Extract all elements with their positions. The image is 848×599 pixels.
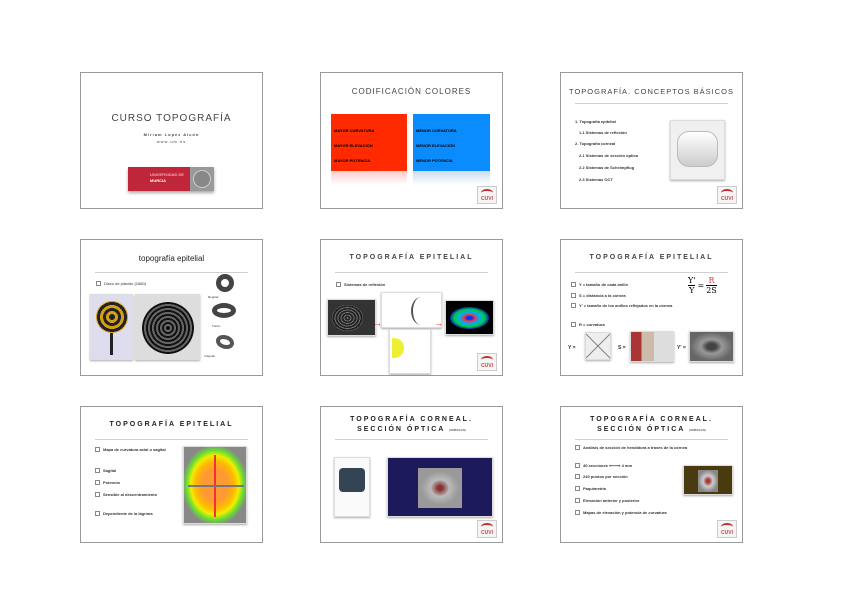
orbscan-device-photo bbox=[334, 457, 370, 517]
divider bbox=[95, 439, 248, 440]
divider bbox=[335, 272, 488, 273]
color-map-image bbox=[445, 300, 494, 335]
list-item: 40 secciones ⟵⟶ 4 mm bbox=[575, 463, 632, 468]
list-item: Sensible al descentramiento bbox=[95, 492, 165, 497]
ring-projection-diagram bbox=[389, 329, 431, 374]
list-item: Mapa de curvatura axial o sagital bbox=[95, 447, 170, 452]
curvature-map-image bbox=[183, 446, 247, 524]
list-item: Mapas de elevación y potencia de curvatu… bbox=[575, 510, 675, 515]
list-item: 2.2 Sistemas de Scheimpflug bbox=[579, 165, 635, 170]
author: Miriam López Alcón bbox=[143, 132, 200, 137]
slide-title: TOPOGRAFÍA EPITELIAL bbox=[349, 254, 474, 261]
arrow-icon: → bbox=[373, 318, 382, 328]
formula-numerator-left: Y' bbox=[688, 276, 696, 286]
divider bbox=[575, 439, 728, 440]
subtitle: www.um.es bbox=[156, 139, 187, 144]
list-item: S = distancia a la córnea bbox=[571, 293, 626, 298]
formula-numerator-right: R bbox=[706, 276, 717, 286]
patient-photo bbox=[630, 331, 674, 362]
list-item: 2. Topografía corneal bbox=[575, 141, 616, 146]
placeholder-image bbox=[585, 332, 611, 360]
list-item: 240 puntos por sección bbox=[575, 474, 628, 479]
device-tag: (ORBSCAN) bbox=[449, 428, 466, 432]
arrow-icon: → bbox=[434, 318, 443, 328]
equation-label: Y = bbox=[568, 345, 576, 351]
formula-denominator-right: 2S bbox=[706, 286, 717, 295]
slide-3[interactable]: TOPOGRAFÍA. CONCEPTOS BÁSICOS 1. Topogra… bbox=[560, 72, 743, 209]
university-logo: UNIVERSIDAD DE MURCIA bbox=[128, 167, 214, 191]
red-panel-reflection bbox=[331, 171, 407, 185]
list-item: Y' = tamaño de los anillos reflejados en… bbox=[571, 303, 706, 308]
orbscan-screen-photo bbox=[683, 465, 733, 495]
divider bbox=[575, 272, 728, 273]
equation-label: Y' = bbox=[677, 345, 686, 351]
slide-8[interactable]: TOPOGRAFÍA CORNEAL. SECCIÓN ÓPTICA (ORBS… bbox=[320, 406, 503, 543]
cuvi-logo: CUVI bbox=[477, 186, 497, 204]
divider bbox=[95, 272, 248, 273]
ring-toric bbox=[212, 303, 236, 318]
list-item: 1.1 Sistemas de reflexión bbox=[579, 130, 627, 135]
slide-title: TOPOGRAFÍA. CONCEPTOS BÁSICOS bbox=[569, 87, 734, 96]
list-item: Paquimetría bbox=[575, 486, 606, 491]
list-item: Sagital bbox=[95, 468, 116, 473]
list-item: Y = tamaño de cada anillo bbox=[571, 282, 628, 287]
slide-7[interactable]: TOPOGRAFÍA EPITELIAL Mapa de curvatura a… bbox=[80, 406, 263, 543]
orbscan-screen-photo bbox=[387, 457, 493, 517]
divider bbox=[335, 439, 488, 440]
slide-title: CURSO TOPOGRAFÍA bbox=[111, 113, 232, 124]
slide-subtitle: SECCIÓN ÓPTICA (ORBSCAN) bbox=[357, 426, 466, 433]
list-item: 2.3 Sistemas OCT bbox=[579, 177, 613, 182]
list-item: Disco de plácido (1880) bbox=[96, 281, 146, 286]
list-item: Potencia bbox=[95, 480, 120, 485]
list-item: Dependiente de la lágrima bbox=[95, 511, 165, 516]
ring-label: Regular bbox=[208, 295, 219, 299]
blue-panel-reflection bbox=[413, 171, 490, 185]
slide-title: TOPOGRAFÍA EPITELIAL bbox=[109, 421, 234, 428]
eye-image bbox=[689, 331, 734, 362]
ring-label: Tórico bbox=[212, 324, 221, 328]
list-item: Elevación anterior y posterior bbox=[575, 498, 639, 503]
ring-irregular bbox=[216, 335, 234, 349]
list-item: 1. Topografía epitelial bbox=[575, 119, 616, 124]
slide-title: CODIFICACIÓN COLORES bbox=[351, 87, 472, 96]
list-item: Sistemas de reflexión bbox=[336, 282, 385, 287]
placido-cone-photo bbox=[135, 294, 200, 360]
cuvi-logo: CUVI bbox=[477, 353, 497, 371]
slide-subtitle: SECCIÓN ÓPTICA (ORBSCAN) bbox=[597, 426, 706, 433]
slide-9[interactable]: TOPOGRAFÍA CORNEAL. SECCIÓN ÓPTICA (ORBS… bbox=[560, 406, 743, 543]
cuvi-logo: CUVI bbox=[717, 186, 737, 204]
slide-title: topografía epitelial bbox=[138, 254, 205, 263]
divider bbox=[575, 103, 728, 104]
slide-5[interactable]: TOPOGRAFÍA EPITELIAL Sistemas de reflexi… bbox=[320, 239, 503, 376]
seal-icon bbox=[190, 167, 214, 191]
formula-equals: = bbox=[697, 281, 705, 290]
list-item: R = curvatura bbox=[571, 322, 605, 327]
slide-title: TOPOGRAFÍA CORNEAL. bbox=[350, 416, 473, 423]
cuvi-logo: CUVI bbox=[477, 520, 497, 538]
slide-title: TOPOGRAFÍA EPITELIAL bbox=[589, 254, 714, 261]
list-item: 2.1 Sistemas de sección óptica bbox=[579, 153, 638, 158]
slide-4[interactable]: topografía epitelial Disco de plácido (1… bbox=[80, 239, 263, 376]
slide-title: TOPOGRAFÍA CORNEAL. bbox=[590, 416, 713, 423]
cuvi-logo: CUVI bbox=[717, 520, 737, 538]
placido-disk-photo bbox=[90, 294, 133, 360]
equation-label: S = bbox=[618, 345, 626, 351]
ring-regular bbox=[216, 274, 234, 292]
slide-6[interactable]: TOPOGRAFÍA EPITELIAL Y = tamaño de cada … bbox=[560, 239, 743, 376]
eye-reflection-image bbox=[327, 299, 376, 336]
list-item: Análisis de sección de hendidura a travé… bbox=[575, 445, 725, 450]
reflection-diagram bbox=[381, 292, 442, 328]
ring-label: Irregular bbox=[204, 354, 216, 358]
topographer-photo bbox=[670, 120, 725, 180]
formula-denominator-left: Y bbox=[689, 286, 695, 295]
slide-1[interactable]: CURSO TOPOGRAFÍA Miriam López Alcón www.… bbox=[80, 72, 263, 209]
device-tag: (ORBSCAN) bbox=[689, 428, 706, 432]
